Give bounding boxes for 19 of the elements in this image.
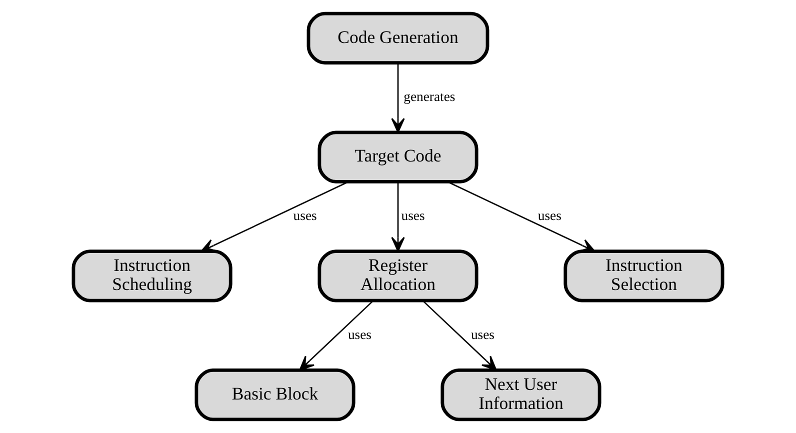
- arrow: [391, 182, 405, 252]
- node-box: Code Generation: [306, 12, 490, 64]
- arrow: [447, 181, 596, 252]
- node-box: Next User Information: [440, 368, 602, 422]
- arrow: [391, 63, 405, 133]
- node-box: Register Allocation: [318, 250, 478, 302]
- edge-label: uses: [293, 208, 317, 223]
- node-box: Basic Block: [194, 368, 356, 422]
- edge-label: uses: [538, 208, 562, 223]
- arrow: [422, 300, 497, 371]
- edge-label: uses: [348, 326, 372, 342]
- arrow: [200, 181, 349, 252]
- node-box: Instruction Scheduling: [72, 250, 232, 302]
- edge-label: uses: [401, 208, 425, 223]
- edge-label: generates: [404, 89, 456, 104]
- arrow: [299, 300, 374, 371]
- node-box: Target Code: [318, 130, 478, 184]
- edge-label: uses: [470, 326, 494, 342]
- node-box: Instruction Selection: [564, 250, 724, 302]
